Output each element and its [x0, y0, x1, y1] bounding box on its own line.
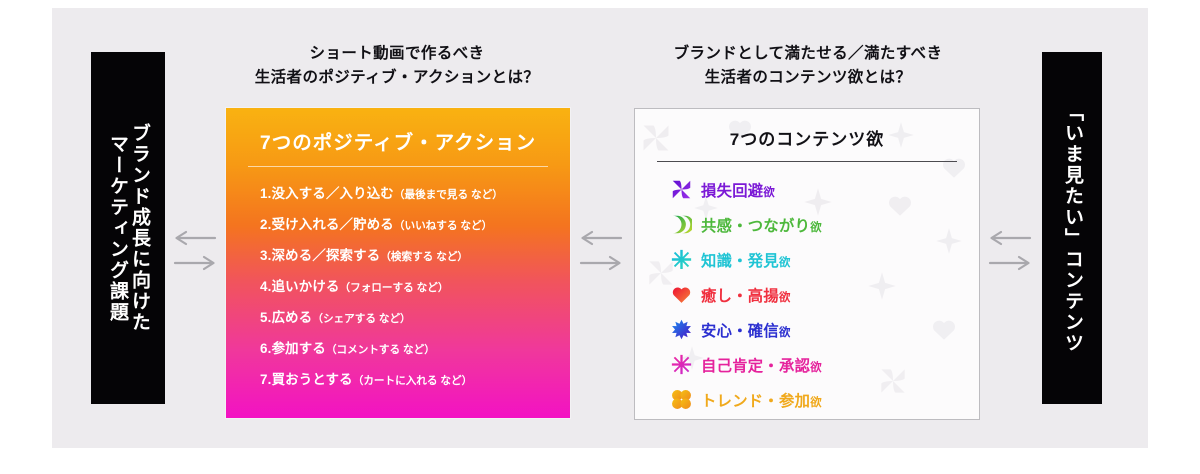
arrow-left-icon: [175, 230, 217, 245]
left-heading-line1: ショート動画で作るべき: [309, 45, 485, 62]
action-example: （カートに入れる など）: [352, 375, 473, 388]
crescent-pair-icon: [672, 215, 692, 234]
positive-action-item: 6.参加する（コメントする など）: [260, 334, 570, 365]
content-needs-card: 7つのコンテンツ欲 損失回避欲共感・つながり欲知識・発見欲癒し・高揚欲安心・確信…: [634, 108, 980, 420]
left-black-panel: ブランド成長に向けた マーケティング課題: [91, 52, 165, 404]
right-black-panel: 「いま見たい」コンテンツ: [1042, 52, 1102, 404]
content-need-label: 自己肯定・承認: [701, 357, 811, 375]
action-label: 参加する: [271, 341, 326, 357]
content-need-suffix: 欲: [810, 361, 822, 374]
burst-flower-icon: [672, 319, 691, 340]
card-divider: [248, 166, 548, 167]
positive-actions-card-title: 7つのポジティブ・アクション: [259, 132, 537, 154]
positive-actions-card: 7つのポジティブ・アクション 1.没入する／入り込む（最後まで見る など）2.受…: [226, 108, 570, 418]
positive-actions-list: 1.没入する／入り込む（最後まで見る など）2.受け入れる／貯める（いいねする …: [226, 167, 570, 396]
positive-action-item: 1.没入する／入り込む（最後まで見る など）: [260, 178, 570, 209]
right-section-heading: ブランドとして満たせる／満たすべき 生活者のコンテンツ欲とは？: [632, 42, 984, 91]
content-need-suffix: 欲: [779, 291, 791, 304]
action-label: 没入する／入り込む: [271, 185, 394, 201]
arrow-right-icon: [173, 255, 215, 270]
action-label: 追いかける: [271, 278, 340, 294]
card-divider: [657, 161, 957, 162]
action-example: （コメントする など）: [325, 344, 435, 357]
content-need-item: 損失回避欲: [671, 172, 979, 207]
arrow-left-icon: [990, 230, 1032, 245]
action-number: 4.: [260, 278, 272, 294]
content-need-item: 安心・確信欲: [671, 312, 979, 347]
content-need-suffix: 欲: [779, 326, 791, 339]
content-need-item: 自己肯定・承認欲: [671, 347, 979, 382]
action-label: 深める／探索する: [271, 247, 381, 263]
action-label: 広める: [271, 309, 313, 325]
asterisk-icon: [671, 249, 692, 270]
action-number: 7.: [260, 372, 272, 388]
action-number: 3.: [260, 247, 272, 263]
positive-action-item: 2.受け入れる／貯める（いいねする など）: [260, 209, 570, 240]
action-number: 2.: [260, 216, 272, 232]
action-number: 1.: [260, 185, 272, 201]
content-need-label: 共感・つながり: [701, 217, 811, 235]
right-heading-line1: ブランドとして満たせる／満たすべき: [673, 45, 943, 62]
content-need-label: 損失回避: [701, 182, 764, 200]
content-needs-card-title: 7つのコンテンツ欲: [729, 130, 885, 149]
content-need-text: トレンド・参加欲: [701, 389, 822, 411]
right-panel-line1: 「いま見たい」コンテンツ: [1061, 102, 1083, 354]
content-need-label: 癒し・高揚: [701, 287, 779, 305]
content-need-suffix: 欲: [779, 256, 791, 269]
action-example: （検索する など）: [380, 250, 469, 263]
action-example: （いいねする など）: [393, 219, 493, 232]
content-need-suffix: 欲: [810, 396, 822, 409]
content-need-suffix: 欲: [763, 186, 776, 199]
pinwheel-icon: [672, 180, 691, 199]
left-panel-line1: ブランド成長に向けた: [128, 123, 150, 333]
left-heading-line2: 生活者のポジティブ・アクションとは？: [254, 69, 540, 87]
content-need-item: 癒し・高揚欲: [671, 277, 979, 312]
left-section-heading: ショート動画で作るべき 生活者のポジティブ・アクションとは？: [224, 42, 570, 91]
arrow-left-icon: [581, 230, 623, 245]
content-need-text: 癒し・高揚欲: [701, 284, 791, 306]
action-number: 5.: [260, 309, 272, 325]
heart-icon: [672, 287, 691, 303]
circle-cluster-icon: [672, 390, 691, 409]
content-need-text: 共感・つながり欲: [701, 214, 822, 236]
action-example: （フォローする など）: [339, 281, 449, 294]
content-need-label: トレンド・参加: [701, 392, 811, 410]
action-label: 買おうとする: [271, 372, 353, 388]
arrow-right-icon: [988, 255, 1030, 270]
content-need-suffix: 欲: [810, 221, 822, 234]
action-number: 6.: [260, 341, 272, 357]
positive-action-item: 5.広める（シェアする など）: [260, 302, 570, 333]
action-label: 受け入れる／貯める: [271, 216, 394, 232]
arrows-middle-group: [578, 222, 624, 278]
left-panel-line2: マーケティング課題: [107, 133, 128, 323]
arrows-left-group: [172, 222, 218, 278]
action-example: （シェアする など）: [312, 312, 411, 325]
content-needs-list: 損失回避欲共感・つながり欲知識・発見欲癒し・高揚欲安心・確信欲自己肯定・承認欲ト…: [635, 162, 979, 417]
content-need-item: 知識・発見欲: [671, 242, 979, 277]
positive-action-item: 3.深める／探索する（検索する など）: [260, 240, 570, 271]
action-example: （最後まで見る など）: [393, 188, 503, 201]
content-need-text: 自己肯定・承認欲: [701, 354, 822, 376]
content-need-text: 知識・発見欲: [701, 249, 791, 271]
starburst-icon: [671, 354, 692, 375]
arrows-right-group: [987, 222, 1033, 278]
content-need-text: 安心・確信欲: [701, 319, 791, 341]
positive-action-item: 4.追いかける（フォローする など）: [260, 271, 570, 302]
arrow-right-icon: [579, 255, 621, 270]
content-need-text: 損失回避欲: [701, 179, 775, 201]
content-need-label: 知識・発見: [701, 252, 779, 270]
content-need-item: 共感・つながり欲: [671, 207, 979, 242]
content-need-item: トレンド・参加欲: [671, 382, 979, 417]
positive-action-item: 7.買おうとする（カートに入れる など）: [260, 365, 570, 396]
right-heading-line2: 生活者のコンテンツ欲とは？: [704, 69, 912, 87]
content-need-label: 安心・確信: [701, 322, 779, 340]
